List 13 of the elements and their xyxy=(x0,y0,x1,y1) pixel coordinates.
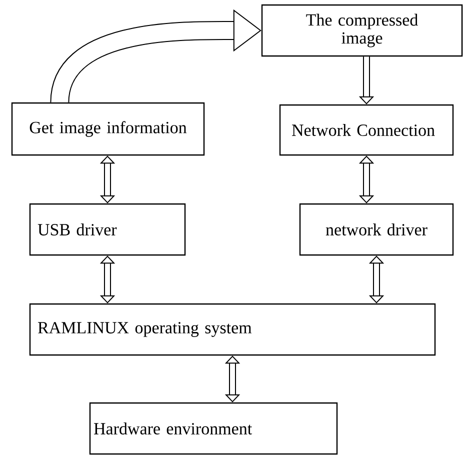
arrow xyxy=(358,156,374,204)
process-box: RAMLINUX operating system xyxy=(29,303,436,356)
arrow xyxy=(224,356,240,402)
arrow xyxy=(100,256,116,304)
process-box: The compressed image xyxy=(261,4,463,57)
process-box: Network Connection xyxy=(279,104,454,156)
process-box: network driver xyxy=(299,203,454,256)
process-box: Hardware environment xyxy=(89,402,338,455)
arrow xyxy=(368,256,384,304)
arrow xyxy=(100,156,116,204)
arrow xyxy=(50,9,262,104)
process-box: Get image information xyxy=(11,102,205,156)
process-box: USB driver xyxy=(29,203,186,256)
